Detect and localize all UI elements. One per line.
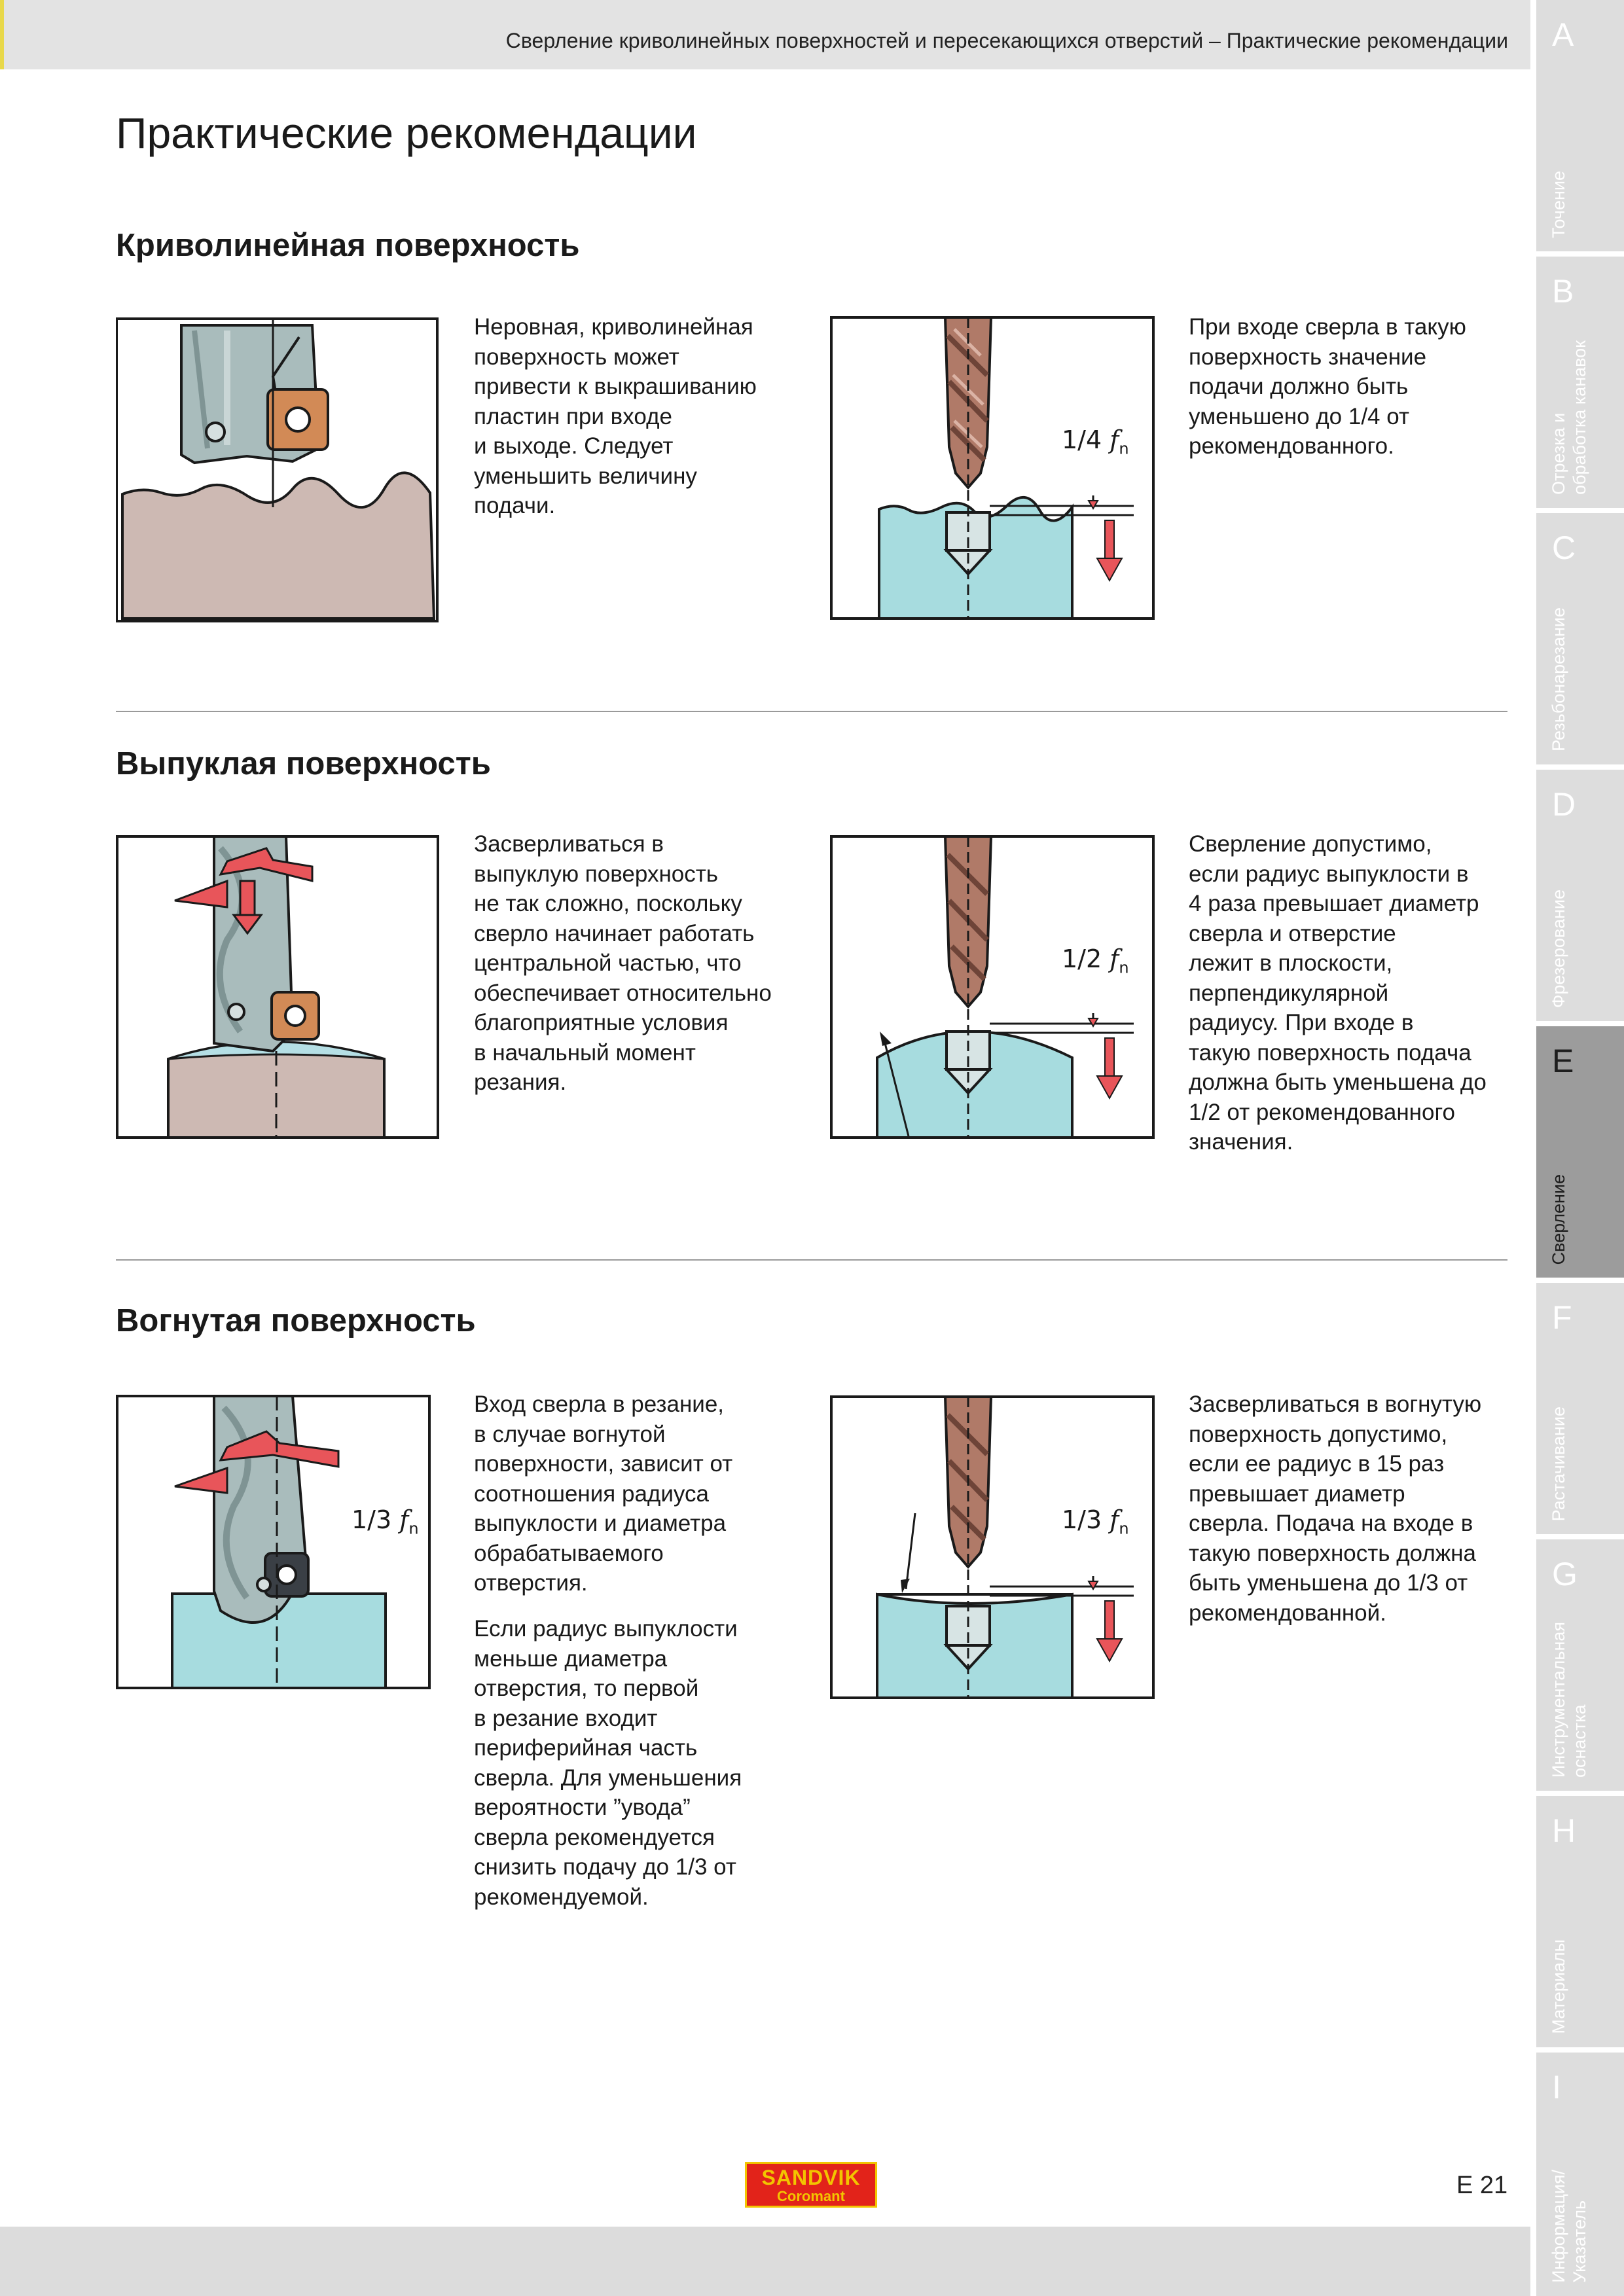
chapter-tab-g[interactable]: G Инструментальная оснастка bbox=[1536, 1539, 1624, 1791]
chapter-tab-c[interactable]: C Резьбонарезание bbox=[1536, 513, 1624, 764]
logo-text-sub: Coromant bbox=[777, 2188, 845, 2204]
chapter-tab-f[interactable]: F Растачивание bbox=[1536, 1283, 1624, 1534]
chapter-sidebar: A Точение B Отрезка и обработка канавок … bbox=[1536, 0, 1624, 2296]
tab-label: Сверление bbox=[1549, 1174, 1568, 1265]
tab-label: Точение bbox=[1549, 171, 1568, 238]
section-title-concave: Вогнутая поверхность bbox=[116, 1303, 476, 1338]
figure-convex-indexable-drill bbox=[116, 835, 439, 1139]
chapter-tab-e[interactable]: E Сверление bbox=[1536, 1026, 1624, 1278]
figure-concave-indexable-drill bbox=[116, 1395, 431, 1689]
convex-left-text: Засверливаться в выпуклую поверхность не… bbox=[474, 831, 772, 1095]
concave-left-text-2: Если радиус выпуклости меньше диаметра о… bbox=[474, 1616, 742, 1910]
page-title: Практические рекомендации bbox=[116, 109, 697, 157]
ratio-num: 1/3 bbox=[1062, 1505, 1102, 1534]
curved-right-text: При входе сверла в такую поверхность зна… bbox=[1189, 314, 1466, 459]
header-title: Сверление криволинейных поверхностей и п… bbox=[505, 29, 1508, 52]
section-title-convex: Выпуклая поверхность bbox=[116, 746, 491, 781]
figure-curved-twist-drill bbox=[830, 316, 1155, 620]
page-number: E 21 bbox=[1456, 2172, 1508, 2199]
concave-left-text-1: Вход сверла в резание, в случае вогнутой… bbox=[474, 1391, 733, 1596]
ratio-label-quarter: 1/4 fn bbox=[1062, 425, 1129, 458]
tab-letter: H bbox=[1552, 1812, 1576, 1849]
figure-curved-indexable-drill bbox=[116, 317, 439, 624]
tab-letter: C bbox=[1552, 529, 1576, 566]
ratio-f: f bbox=[1110, 1505, 1119, 1534]
chapter-tab-d[interactable]: D Фрезерование bbox=[1536, 770, 1624, 1021]
tab-label: Инструментальная оснастка bbox=[1549, 1621, 1589, 1778]
sandvik-logo: SANDVIK Coromant bbox=[745, 2162, 877, 2208]
ratio-label-half: 1/2 fn bbox=[1062, 944, 1129, 977]
ratio-f: f bbox=[1110, 944, 1119, 973]
ratio-sub: n bbox=[1119, 958, 1129, 977]
section-divider bbox=[116, 1259, 1507, 1261]
logo-text-main: SANDVIK bbox=[761, 2166, 861, 2189]
ratio-label-third-right: 1/3 fn bbox=[1062, 1505, 1129, 1538]
ratio-f: f bbox=[1110, 425, 1119, 454]
section-divider bbox=[116, 711, 1507, 712]
chapter-tab-i[interactable]: I Информация/ Указатель bbox=[1536, 2053, 1624, 2296]
footer-bar bbox=[0, 2227, 1530, 2296]
tab-letter: D bbox=[1552, 786, 1576, 823]
tab-letter: A bbox=[1552, 16, 1574, 53]
ratio-sub: n bbox=[408, 1519, 419, 1538]
chapter-tab-a[interactable]: A Точение bbox=[1536, 0, 1624, 251]
section-title-curved: Криволинейная поверхность bbox=[116, 228, 580, 263]
chapter-tab-h[interactable]: H Материалы bbox=[1536, 1796, 1624, 2047]
tab-label: Материалы bbox=[1549, 1939, 1568, 2034]
tab-label: Отрезка и обработка канавок bbox=[1549, 340, 1589, 495]
curved-left-text: Неровная, криволинейная поверхность може… bbox=[474, 314, 757, 518]
ratio-f: f bbox=[399, 1505, 409, 1534]
figure-concave-twist-drill bbox=[830, 1395, 1155, 1700]
tab-label: Фрезерование bbox=[1549, 889, 1568, 1008]
ratio-num: 1/3 bbox=[352, 1505, 392, 1534]
tab-label: Информация/ Указатель bbox=[1549, 2170, 1589, 2283]
convex-right-text: Сверление допустимо, если радиус выпукло… bbox=[1189, 831, 1487, 1155]
ratio-sub: n bbox=[1119, 1519, 1129, 1538]
ratio-num: 1/4 bbox=[1062, 425, 1102, 454]
tab-label: Резьбонарезание bbox=[1549, 607, 1568, 751]
ratio-sub: n bbox=[1119, 439, 1129, 458]
tab-letter: G bbox=[1552, 1556, 1578, 1592]
tab-letter: E bbox=[1552, 1043, 1574, 1079]
tab-letter: F bbox=[1552, 1299, 1572, 1336]
figure-convex-twist-drill bbox=[830, 835, 1155, 1139]
header-bar: Сверление криволинейных поверхностей и п… bbox=[0, 0, 1530, 69]
concave-right-text: Засверливаться в вогнутую поверхность до… bbox=[1189, 1391, 1482, 1626]
ratio-num: 1/2 bbox=[1062, 944, 1102, 973]
tab-label: Растачивание bbox=[1549, 1406, 1568, 1521]
ratio-label-third-left: 1/3 fn bbox=[352, 1505, 419, 1538]
tab-letter: I bbox=[1552, 2069, 1561, 2106]
tab-letter: B bbox=[1552, 273, 1574, 310]
header-accent bbox=[0, 0, 4, 69]
chapter-tab-b[interactable]: B Отрезка и обработка канавок bbox=[1536, 257, 1624, 508]
